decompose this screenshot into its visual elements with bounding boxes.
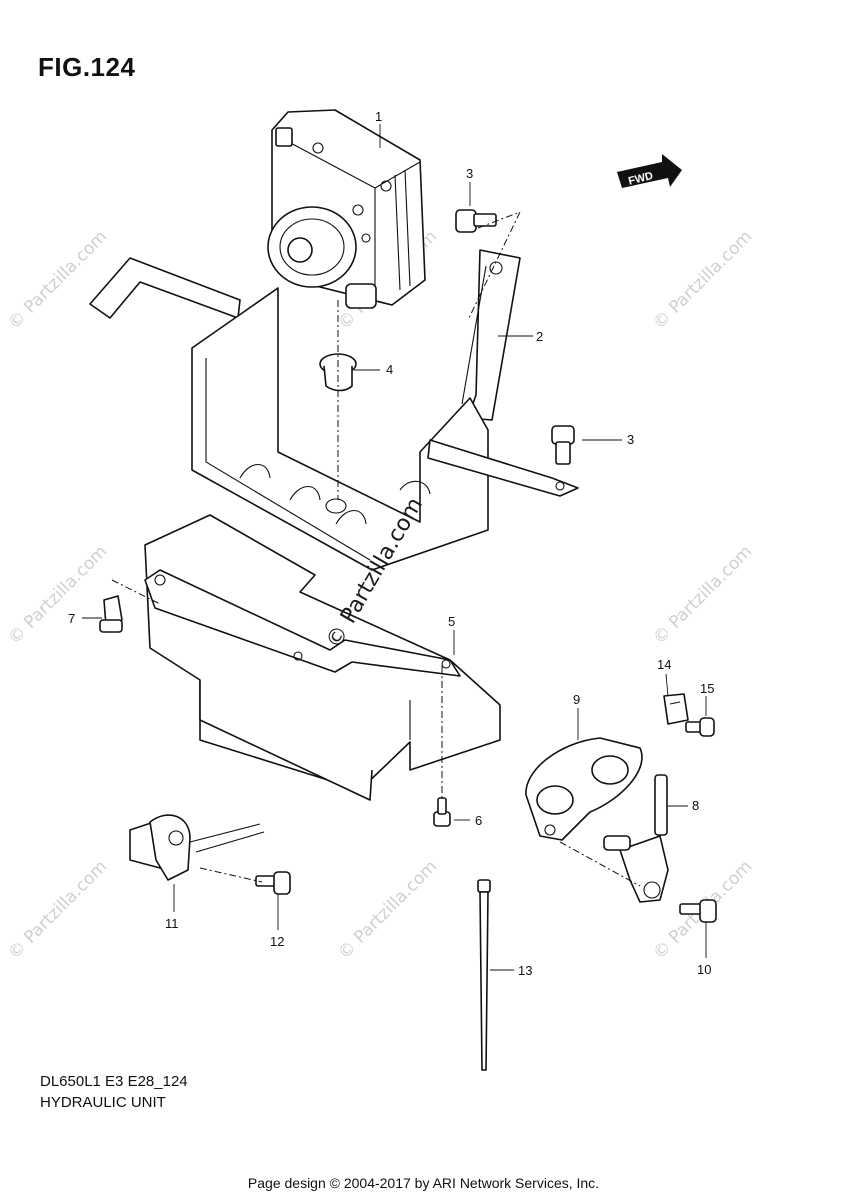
clamp-14[interactable]: [663, 693, 689, 725]
cable-tie[interactable]: [477, 879, 491, 1071]
callout-4: 4: [386, 362, 393, 377]
callout-15: 15: [700, 681, 714, 696]
watermark: © Partzilla.com: [4, 857, 111, 964]
assembly-lines: [111, 211, 641, 887]
callout-labels: 1 2 3 3 4 5 6 7 8 9 10 11 12 13 14 15: [68, 109, 714, 978]
callout-7: 7: [68, 611, 75, 626]
watermark: © Partzilla.com: [649, 542, 756, 649]
callout-12: 12: [270, 934, 284, 949]
bolt-side[interactable]: [551, 425, 575, 465]
model-code: DL650L1 E3 E28_124: [40, 1073, 188, 1090]
callout-13: 13: [518, 963, 532, 978]
callout-2: 2: [536, 329, 543, 344]
leader-lines: [82, 124, 707, 971]
callout-1: 1: [375, 109, 382, 124]
copyright-footer: Page design © 2004-2017 by ARI Network S…: [247, 1175, 600, 1191]
mounting-bracket[interactable]: [461, 249, 521, 421]
sensor-bracket[interactable]: [525, 737, 643, 841]
callout-3: 3: [466, 166, 473, 181]
cover-case[interactable]: [144, 514, 501, 801]
watermark: © Partzilla.com: [334, 857, 441, 964]
callout-10: 10: [697, 962, 711, 977]
hydraulic-unit[interactable]: [267, 109, 426, 309]
watermark: © Partzilla.com: [4, 227, 111, 334]
callout-6: 6: [475, 813, 482, 828]
callout-11: 11: [165, 916, 179, 931]
screw-6[interactable]: [433, 797, 451, 827]
figure-title: FIG.124: [38, 52, 136, 82]
callout-8: 8: [692, 798, 699, 813]
speed-sensor-front[interactable]: [603, 774, 669, 903]
bolt-upper[interactable]: [455, 209, 497, 233]
forward-arrow-icon: FWD: [617, 154, 682, 188]
watermark: © Partzilla.com: [649, 227, 756, 334]
bolt-15[interactable]: [685, 717, 715, 737]
speed-sensor-rear[interactable]: [129, 814, 265, 881]
bolt-10[interactable]: [679, 899, 717, 923]
callout-9: 9: [573, 692, 580, 707]
section-name: HYDRAULIC UNIT: [40, 1094, 166, 1111]
callout-5: 5: [448, 614, 455, 629]
bolt-12[interactable]: [255, 871, 291, 895]
watermark: © Partzilla.com: [4, 542, 111, 649]
frame-bracket-assembly[interactable]: [89, 257, 579, 571]
fwd-label: FWD: [627, 170, 654, 188]
callout-14: 14: [657, 657, 671, 672]
callout-3: 3: [627, 432, 634, 447]
clip-7[interactable]: [99, 595, 123, 633]
